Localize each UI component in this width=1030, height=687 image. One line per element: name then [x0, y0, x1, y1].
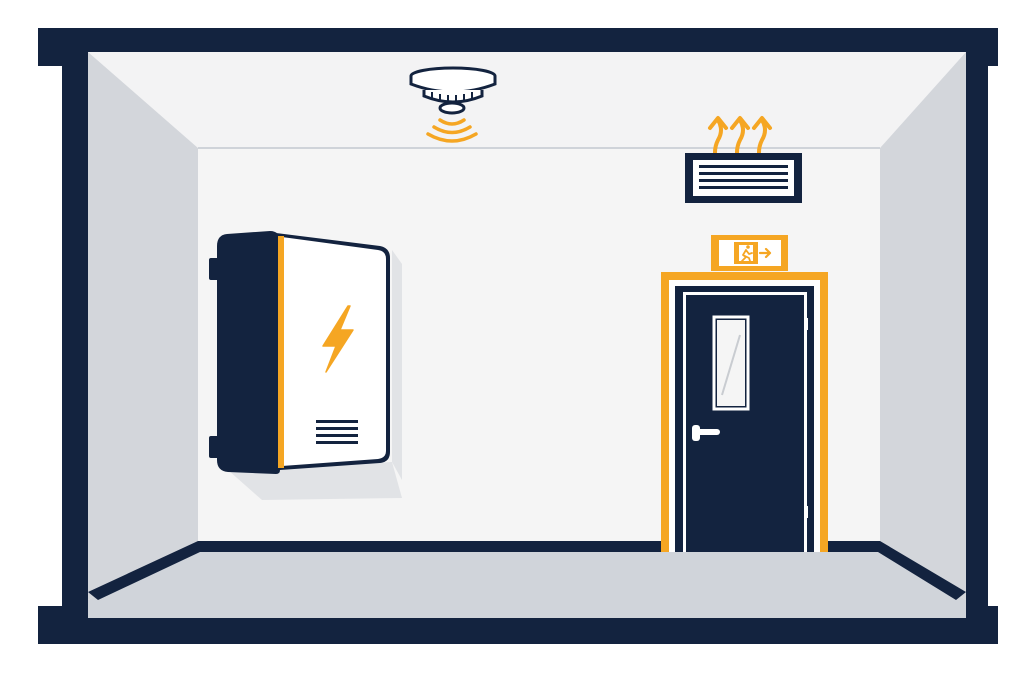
cabinet-vent — [316, 420, 358, 444]
room-frame — [38, 28, 998, 644]
floor — [88, 546, 966, 620]
exit-sign — [711, 235, 788, 271]
door-icon — [712, 315, 750, 411]
door-hinges — [804, 318, 808, 518]
door-handle — [692, 425, 720, 441]
smoke-detector-icon — [409, 66, 497, 143]
left-wall — [88, 52, 198, 600]
running-person-exit-icon — [734, 242, 772, 264]
ceiling — [88, 52, 966, 148]
battery-cabinet — [209, 231, 390, 474]
right-wall — [880, 52, 966, 600]
lightning-bolt-icon — [322, 305, 354, 373]
exit-door — [661, 272, 828, 552]
floor-edge — [88, 541, 966, 600]
ventilation-grille-icon — [685, 153, 802, 203]
